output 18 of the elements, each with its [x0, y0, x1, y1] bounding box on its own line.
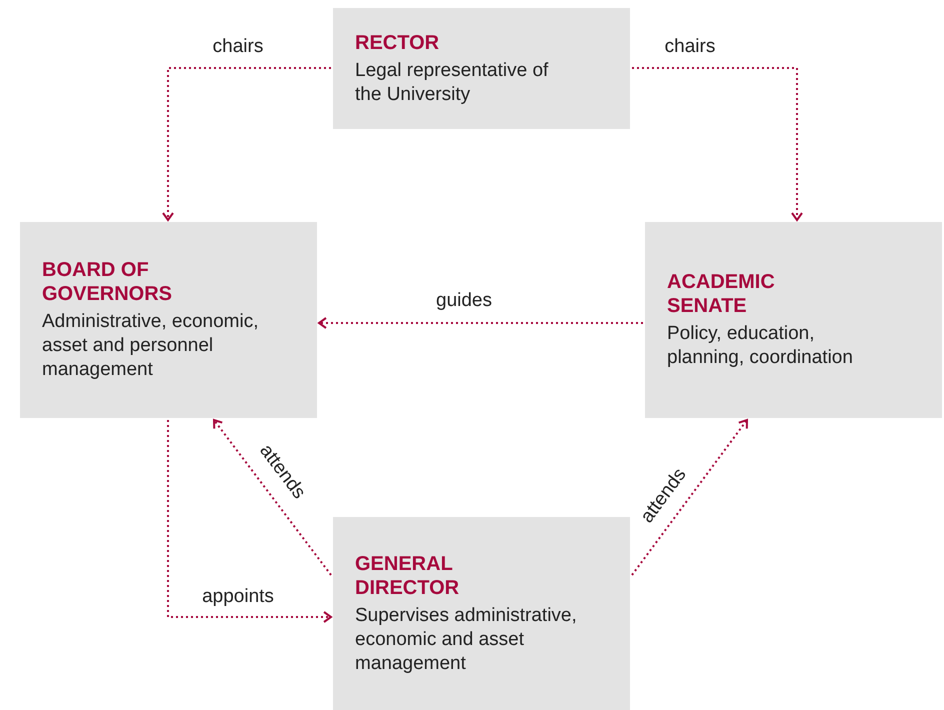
box-heading: ACADEMIC SENATE	[667, 270, 776, 318]
box-heading: BOARD OF GOVERNORS	[42, 258, 174, 306]
dotted-arrow	[162, 67, 331, 221]
box-description: Administrative, economic, asset and personnel management	[42, 310, 260, 382]
box-description: Policy, education, planning, coordination	[667, 322, 854, 370]
dotted-arrow	[213, 419, 332, 576]
dotted-arrow	[631, 419, 748, 576]
box-heading: GENERAL DIRECTOR	[355, 552, 460, 600]
dotted-arrow	[632, 67, 803, 221]
entity-box	[333, 8, 630, 129]
dotted-arrow	[318, 317, 643, 329]
box-description: Supervises administrative, economic and asset management	[355, 604, 578, 676]
box-description: Legal representative of the University	[355, 58, 550, 106]
entity-box	[333, 517, 630, 710]
box-heading: RECTOR	[355, 30, 440, 54]
entity-box	[645, 222, 942, 418]
dotted-arrow	[167, 420, 332, 623]
entity-box	[20, 222, 317, 418]
